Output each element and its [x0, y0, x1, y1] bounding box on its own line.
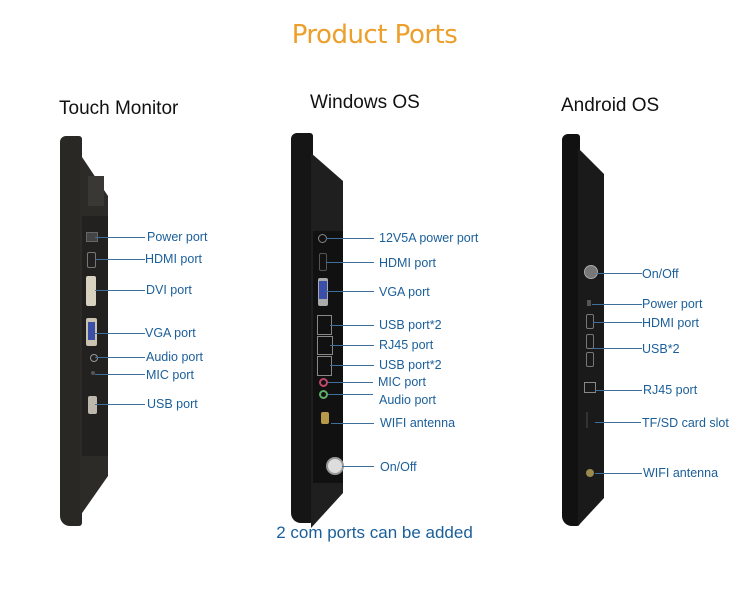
leader-line	[330, 345, 374, 346]
leader-line	[597, 273, 642, 274]
label-wifi-antenna: WIFI antenna	[643, 466, 719, 480]
section-title-touch-monitor: Touch Monitor	[59, 98, 179, 119]
leader-line	[328, 394, 373, 395]
leader-line	[95, 374, 145, 375]
label-audio-port: Audio port	[146, 350, 203, 364]
label-mic-port: MIC port	[146, 368, 194, 382]
android-bezel	[562, 134, 580, 526]
audio-port-icon	[319, 390, 328, 399]
leader-line	[593, 322, 642, 323]
leader-line	[330, 325, 374, 326]
windows-back-panel	[311, 153, 343, 528]
dvi-port-icon	[86, 276, 96, 306]
label-usb-port-2a: USB port*2	[379, 318, 442, 332]
label-rj45-port: RJ45 port	[643, 383, 698, 397]
leader-line	[95, 333, 145, 334]
label-power-port: Power port	[147, 230, 208, 244]
section-title-windows-os: Windows OS	[310, 92, 420, 113]
label-on-off: On/Off	[380, 460, 417, 474]
label-hdmi-port: HDMI port	[642, 316, 699, 330]
leader-line	[95, 237, 145, 238]
mic-port-icon	[319, 378, 328, 387]
label-rj45-port: RJ45 port	[379, 338, 434, 352]
label-usb-2: USB*2	[642, 342, 680, 356]
leader-line	[95, 259, 145, 260]
leader-line	[330, 365, 374, 366]
windows-bezel	[291, 133, 313, 523]
page-title: Product Ports	[291, 20, 458, 50]
leader-line	[328, 382, 373, 383]
leader-line	[342, 466, 374, 467]
label-audio-port: Audio port	[379, 393, 436, 407]
label-mic-port: MIC port	[378, 375, 426, 389]
label-hdmi-port: HDMI port	[379, 256, 436, 270]
label-vga-port: VGA port	[145, 326, 196, 340]
audio-port-icon	[90, 354, 98, 362]
label-hdmi-port: HDMI port	[145, 252, 202, 266]
leader-line	[592, 304, 642, 305]
label-usb-port: USB port	[147, 397, 198, 411]
leader-line	[331, 423, 374, 424]
mic-port-icon	[91, 371, 95, 375]
hdmi-port-icon	[586, 314, 594, 329]
vga-port-icon	[318, 278, 328, 306]
vga-port-icon	[86, 318, 97, 346]
hdmi-port-icon	[87, 252, 96, 268]
label-on-off: On/Off	[642, 267, 679, 281]
power-port-icon	[587, 300, 591, 306]
label-usb-port-2b: USB port*2	[379, 358, 442, 372]
section-title-android-os: Android OS	[561, 95, 660, 116]
usb-port-icon	[317, 356, 332, 376]
label-vga-port: VGA port	[379, 285, 430, 299]
wifi-antenna-icon	[321, 412, 329, 424]
leader-line	[95, 357, 145, 358]
leader-line	[326, 262, 374, 263]
label-wifi-antenna: WIFI antenna	[380, 416, 456, 430]
leader-line	[595, 390, 642, 391]
sd-card-slot-icon	[586, 412, 588, 428]
usb-port-icon	[586, 334, 594, 349]
wifi-antenna-icon	[586, 469, 594, 477]
usb-port-icon	[88, 396, 97, 414]
leader-line	[595, 422, 641, 423]
android-back-panel	[578, 148, 604, 526]
touch-monitor-bezel	[60, 136, 82, 526]
label-12v5a-power-port: 12V5A power port	[379, 231, 479, 245]
power-button-icon[interactable]	[584, 265, 598, 279]
usb-port-icon	[586, 352, 594, 367]
leader-line	[95, 404, 145, 405]
label-power-port: Power port	[642, 297, 703, 311]
leader-line	[595, 473, 642, 474]
label-tf-sd-card-slot: TF/SD card slot	[642, 416, 729, 430]
leader-line	[326, 238, 374, 239]
leader-line	[95, 290, 145, 291]
leader-line	[326, 291, 374, 292]
leader-line	[593, 348, 642, 349]
label-dvi-port: DVI port	[146, 283, 192, 297]
com-ports-note: 2 com ports can be added	[276, 523, 473, 542]
rj45-port-icon	[584, 382, 596, 393]
